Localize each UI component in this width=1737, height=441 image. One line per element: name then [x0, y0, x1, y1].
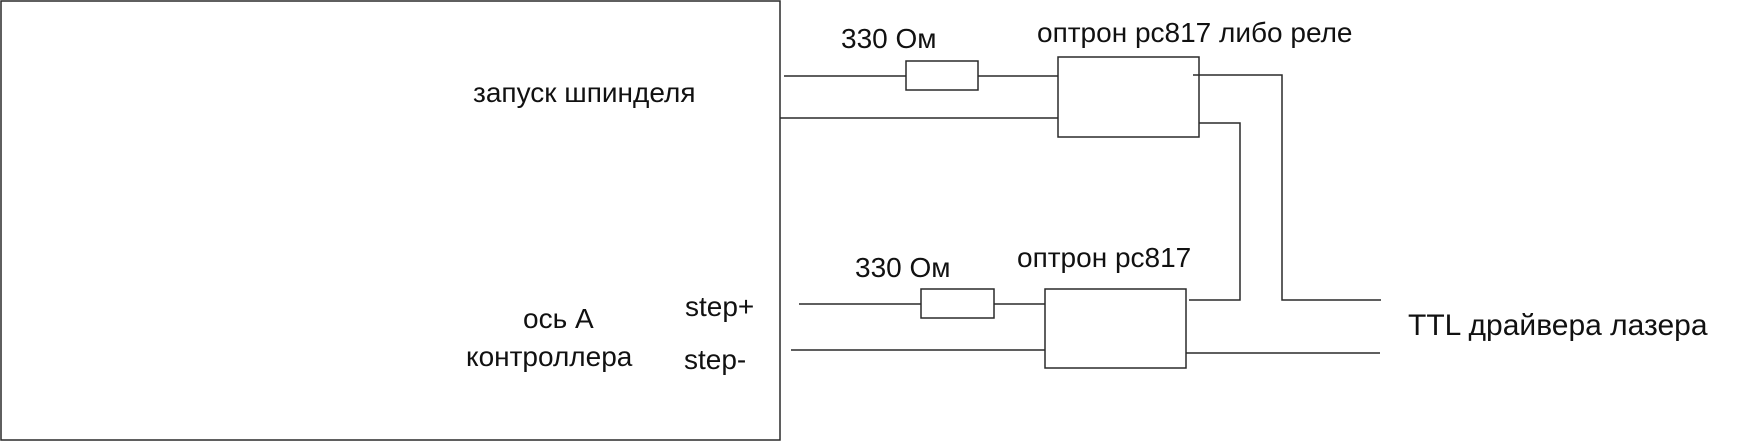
upper-optocoupler-label: оптрон pc817 либо реле — [1037, 17, 1353, 48]
lower-optocoupler — [1044, 288, 1187, 369]
controller-label: контроллера — [466, 341, 633, 372]
upper-optocoupler — [1057, 56, 1200, 138]
step-minus-label: step- — [684, 344, 746, 375]
upper-output-wire-1 — [1193, 74, 1381, 301]
upper-output-wire-2 — [1189, 122, 1241, 301]
lower-resistor — [920, 288, 995, 319]
laser-ttl-label: TTL драйвера лазера — [1408, 309, 1708, 342]
spindle-label: запуск шпинделя — [473, 77, 696, 108]
axis-label: ось А — [523, 303, 594, 334]
controller-box — [0, 0, 781, 441]
lower-optocoupler-label: оптрон pc817 — [1017, 242, 1191, 273]
lower-resistor-label: 330 Ом — [855, 252, 951, 283]
upper-resistor-label: 330 Ом — [841, 23, 937, 54]
upper-resistor — [905, 60, 979, 91]
step-plus-label: step+ — [685, 291, 754, 322]
